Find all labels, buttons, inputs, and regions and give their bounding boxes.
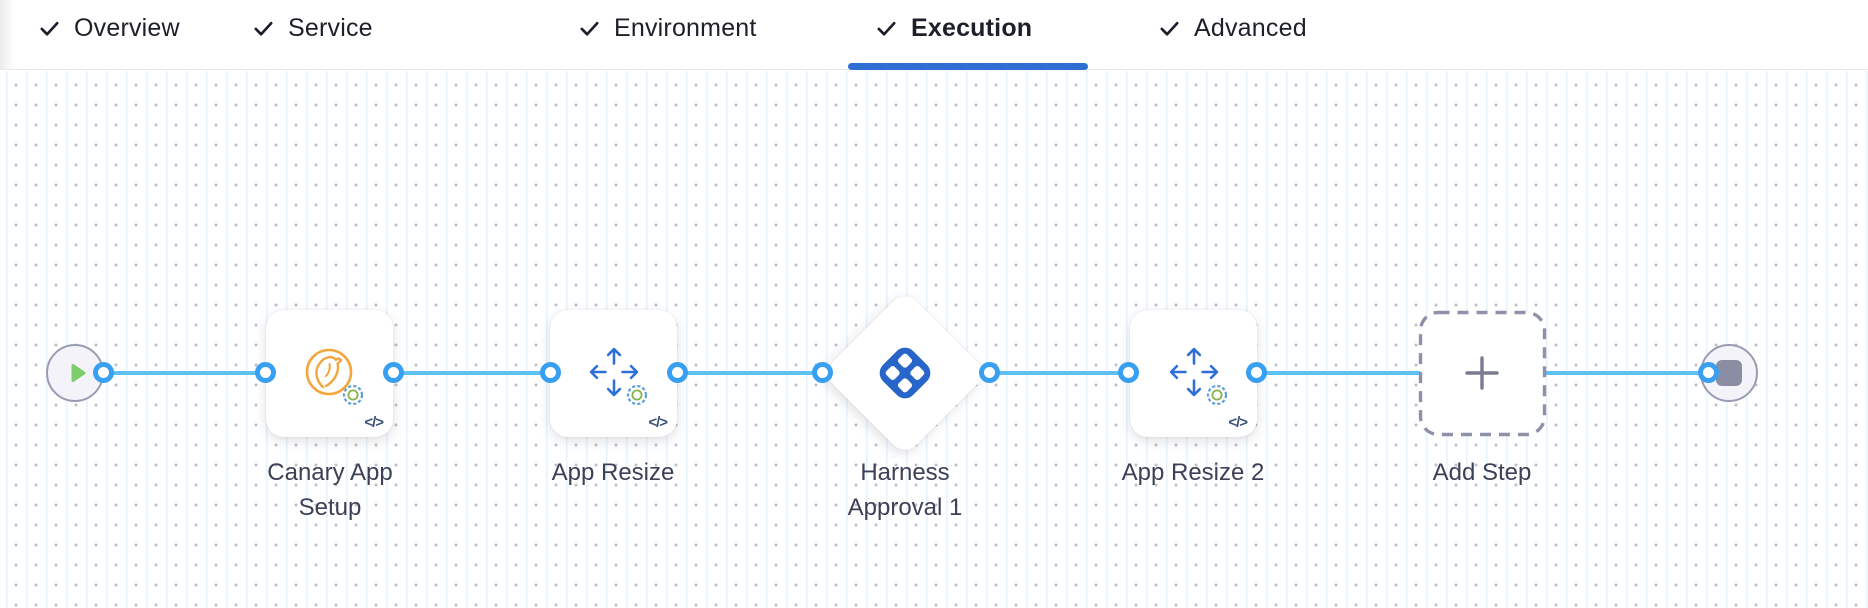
check-icon bbox=[1160, 21, 1179, 36]
check-icon bbox=[40, 21, 59, 36]
tab-label: Execution bbox=[911, 13, 1033, 42]
code-badge[interactable]: </> bbox=[648, 414, 668, 431]
resize-arrows-icon bbox=[1162, 340, 1228, 406]
connector-point[interactable] bbox=[255, 362, 276, 383]
tab-advanced[interactable]: Advanced bbox=[1158, 12, 1307, 44]
node-label-harness-approval-1: Harness Approval 1 bbox=[847, 459, 963, 521]
connector-point[interactable] bbox=[383, 362, 404, 383]
resize-arrows-icon bbox=[582, 340, 648, 406]
tab-label: Advanced bbox=[1194, 13, 1307, 42]
step-node-app-resize-2[interactable]: </> bbox=[1130, 310, 1257, 437]
node-label-canary-app-setup: Canary App Setup bbox=[267, 459, 393, 521]
canary-icon bbox=[298, 340, 364, 406]
connector-point[interactable] bbox=[1118, 362, 1139, 383]
stop-icon bbox=[1716, 360, 1742, 386]
check-icon bbox=[254, 21, 273, 36]
node-label-app-resize: App Resize bbox=[551, 459, 675, 486]
tab-label: Overview bbox=[74, 13, 180, 42]
check-icon bbox=[877, 21, 896, 36]
check-icon bbox=[580, 21, 599, 36]
connector-point[interactable] bbox=[979, 362, 1000, 383]
tab-service[interactable]: Service bbox=[252, 12, 373, 44]
connector-point[interactable] bbox=[667, 362, 688, 383]
tab-overview[interactable]: Overview bbox=[38, 12, 180, 44]
gear-badge-icon bbox=[342, 384, 364, 406]
step-node-app-resize[interactable]: </> bbox=[550, 310, 677, 437]
tab-environment[interactable]: Environment bbox=[578, 12, 757, 44]
code-badge[interactable]: </> bbox=[364, 414, 384, 431]
node-label-app-resize-2: App Resize 2 bbox=[1121, 459, 1265, 486]
tab-execution[interactable]: Execution bbox=[875, 12, 1032, 44]
gear-badge-icon bbox=[626, 384, 648, 406]
tab-label: Environment bbox=[614, 13, 757, 42]
step-node-canary-app-setup[interactable]: </> bbox=[266, 310, 393, 437]
connector-point[interactable] bbox=[812, 362, 833, 383]
play-icon bbox=[71, 364, 86, 382]
node-label-add-step: Add Step bbox=[1432, 459, 1532, 486]
connector-point[interactable] bbox=[540, 362, 561, 383]
stage-tabs-bar: Overview Service Environment Execution A… bbox=[0, 0, 1868, 70]
code-badge[interactable]: </> bbox=[1228, 414, 1248, 431]
connector-point[interactable] bbox=[1246, 362, 1267, 383]
plus-icon bbox=[1465, 356, 1499, 390]
tab-label: Service bbox=[288, 13, 373, 42]
connector-point[interactable] bbox=[1698, 362, 1719, 383]
add-step-button[interactable] bbox=[1418, 310, 1547, 437]
gear-badge-icon bbox=[1206, 384, 1228, 406]
connector-point[interactable] bbox=[93, 362, 114, 383]
active-tab-underline bbox=[848, 63, 1088, 70]
